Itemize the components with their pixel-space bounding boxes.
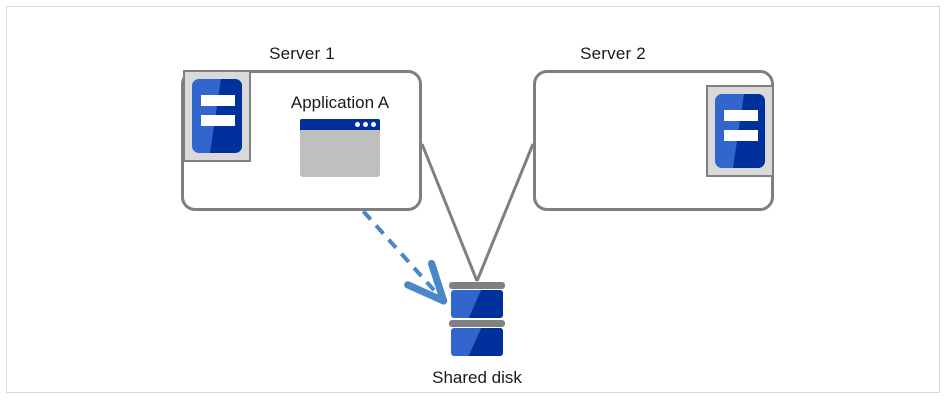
shared-disk-label: Shared disk <box>432 368 522 387</box>
disk-cap-top <box>449 282 505 289</box>
edge-server1-to-disk <box>420 143 479 282</box>
server-rack-icon <box>706 85 774 177</box>
application-window-icon[interactable] <box>300 119 380 177</box>
server-rack-slot-1 <box>724 110 758 121</box>
server-rack-slot-2 <box>201 115 235 126</box>
disk-platter-2 <box>451 328 503 356</box>
server-rack-icon-body <box>192 79 242 153</box>
server2-title: Server 2 <box>580 44 646 63</box>
disk-stack-icon[interactable] <box>449 282 505 361</box>
application-window-titlebar <box>300 119 380 130</box>
disk-cap-middle <box>449 320 505 327</box>
server-rack-slot-2 <box>724 130 758 141</box>
window-dot-icon-3 <box>371 122 376 127</box>
application-a-label: Application A <box>290 93 390 112</box>
server-rack-icon-body <box>715 94 765 168</box>
server1-title: Server 1 <box>269 44 335 63</box>
server-rack-icon <box>183 70 251 162</box>
edge-server2-to-disk <box>475 143 535 282</box>
window-dot-icon-1 <box>355 122 360 127</box>
disk-platter-1 <box>451 290 503 318</box>
window-dot-icon-2 <box>363 122 368 127</box>
application-window-body <box>300 130 380 177</box>
server-rack-slot-1 <box>201 95 235 106</box>
